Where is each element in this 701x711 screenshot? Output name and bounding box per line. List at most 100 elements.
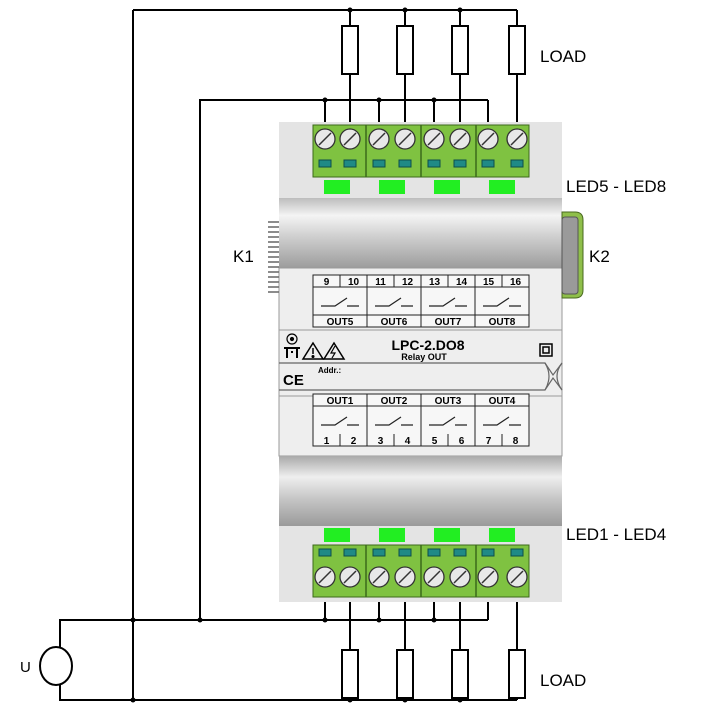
k2-connector	[561, 211, 584, 299]
terminal-indicator	[453, 159, 467, 168]
pin-number: 8	[513, 436, 519, 447]
output-name: OUT3	[435, 396, 462, 407]
device-subtitle: Relay OUT	[401, 352, 447, 362]
device-model: LPC-2.DO8	[391, 337, 464, 353]
terminal-indicator	[372, 159, 386, 168]
output-name: OUT6	[381, 317, 408, 328]
pin-number: 15	[483, 277, 495, 288]
relay-contact-icon	[483, 297, 521, 307]
address-label: Addr.:	[318, 366, 341, 375]
voltage-source	[39, 646, 73, 686]
pin-number: 5	[432, 436, 438, 447]
relay-contact-icon	[321, 416, 359, 426]
relay-contact-icon	[429, 297, 467, 307]
k1-label: K1	[233, 247, 254, 266]
relay-contact-icon	[429, 416, 467, 426]
pin-number: 10	[348, 277, 360, 288]
output-name: OUT7	[435, 317, 462, 328]
terminal-indicator	[343, 548, 357, 557]
output-name: OUT5	[327, 317, 354, 328]
bottom-loads	[341, 649, 526, 699]
terminal-indicator	[372, 548, 386, 557]
status-led	[434, 180, 460, 194]
top-terminal-block	[312, 124, 530, 194]
terminal-indicator	[343, 159, 357, 168]
junction-dots	[130, 7, 463, 703]
terminal-screw-icon	[314, 128, 336, 150]
terminal-screw-icon	[314, 566, 336, 588]
terminal-indicator	[318, 548, 332, 557]
terminal-screw-icon	[477, 566, 499, 588]
pin-number: 9	[324, 277, 330, 288]
manufacturer-logo-icon	[284, 333, 300, 358]
terminal-indicator	[427, 548, 441, 557]
pin-number: 7	[486, 436, 492, 447]
terminal-screw-icon	[394, 128, 416, 150]
output-name: OUT4	[489, 396, 516, 407]
warning-icon	[301, 341, 325, 360]
terminal-screw-icon	[339, 128, 361, 150]
led-label-bottom: LED1 - LED4	[566, 525, 666, 544]
terminal-screw-icon	[368, 566, 390, 588]
status-led	[434, 528, 460, 542]
terminal-indicator	[481, 548, 495, 557]
pin-number: 13	[429, 277, 441, 288]
relay-contact-icon	[375, 416, 413, 426]
status-led	[489, 180, 515, 194]
terminal-screw-icon	[449, 128, 471, 150]
terminal-indicator	[318, 159, 332, 168]
relay-contact-icon	[375, 297, 413, 307]
terminal-screw-icon	[368, 128, 390, 150]
terminal-screw-icon	[506, 566, 528, 588]
terminal-screw-icon	[506, 128, 528, 150]
output-cell: 7 8 OUT4	[474, 393, 530, 447]
device-housing	[278, 122, 563, 602]
output-name: OUT8	[489, 317, 516, 328]
relay-contact-icon	[321, 297, 359, 307]
bottom-terminal-block	[312, 528, 530, 598]
terminal-indicator	[427, 159, 441, 168]
k2-label: K2	[589, 247, 610, 266]
double-insulation-icon	[539, 343, 553, 357]
pin-number: 3	[378, 436, 384, 447]
terminal-screw-icon	[339, 566, 361, 588]
led-label-top: LED5 - LED8	[566, 177, 666, 196]
pin-number: 12	[402, 277, 414, 288]
status-led	[324, 180, 350, 194]
top-loads	[341, 25, 526, 75]
status-led	[379, 180, 405, 194]
output-name: OUT2	[381, 396, 408, 407]
terminal-screw-icon	[449, 566, 471, 588]
load-label-top: LOAD	[540, 47, 586, 66]
output-cell: 3 4 OUT2	[366, 393, 422, 447]
high-voltage-icon	[322, 341, 346, 360]
pin-number: 11	[375, 277, 386, 288]
terminal-screw-icon	[477, 128, 499, 150]
output-name: OUT1	[327, 396, 354, 407]
terminal-indicator	[481, 159, 495, 168]
terminal-indicator	[398, 548, 412, 557]
pin-number: 4	[405, 436, 411, 447]
status-led	[324, 528, 350, 542]
pin-number: 16	[510, 277, 522, 288]
terminal-screw-icon	[423, 566, 445, 588]
k1-connector	[268, 221, 279, 293]
terminal-indicator	[510, 548, 524, 557]
pin-number: 14	[456, 277, 468, 288]
output-cell: 5 6 OUT3	[420, 393, 476, 447]
terminal-indicator	[510, 159, 524, 168]
status-led	[489, 528, 515, 542]
terminal-screw-icon	[423, 128, 445, 150]
ce-mark: CE	[283, 372, 304, 389]
pin-number: 1	[324, 436, 330, 447]
source-label: U	[20, 659, 31, 676]
pin-number: 6	[459, 436, 465, 447]
